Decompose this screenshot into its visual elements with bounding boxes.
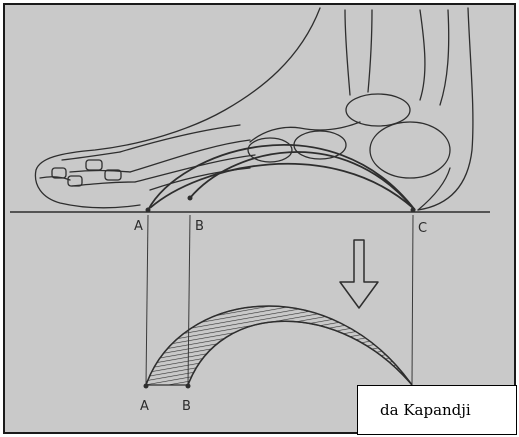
point-b-bottom [186,384,191,389]
caption-box: da Kapandji [357,385,517,435]
point-a-bottom [144,384,149,389]
label-a-bottom: A [140,399,149,414]
point-a-top [146,208,151,213]
point-b-top [188,196,193,201]
label-b-bottom: B [182,399,191,414]
label-c-top: C [418,221,427,236]
point-c-top [411,208,416,213]
label-a-top: A [134,219,143,234]
label-b-top: B [195,219,204,234]
paper-background [4,4,515,433]
caption-text: da Kapandji [380,401,471,419]
